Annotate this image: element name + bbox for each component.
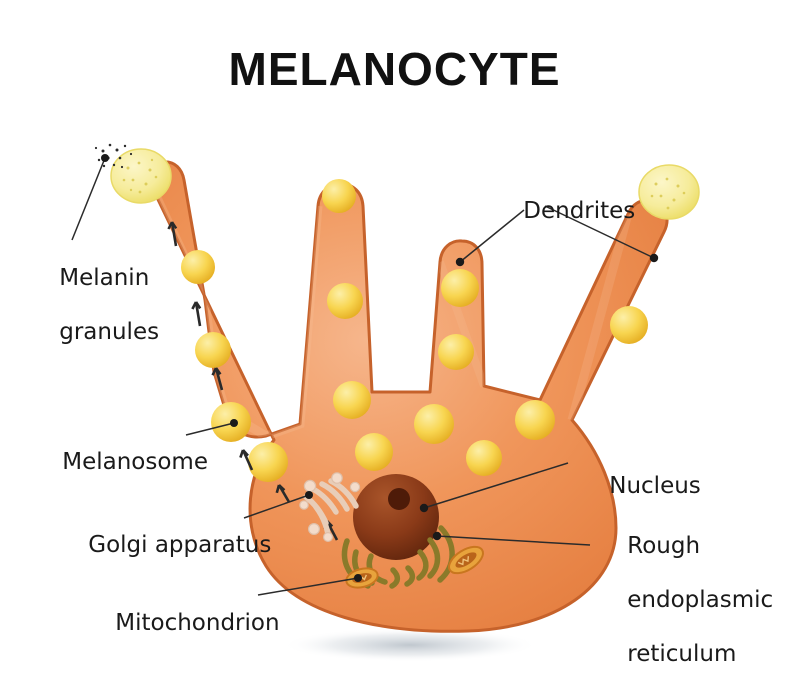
label-melanosome-line1: Melanosome <box>62 449 208 475</box>
leader-melanosome <box>185 422 235 436</box>
label-melanin-granules: Melanin granules <box>30 238 159 373</box>
leader-dendrites-right <box>544 205 655 259</box>
leader-nucleus <box>423 462 569 509</box>
melanosome <box>441 269 479 307</box>
leader-mitochondrion <box>257 577 359 596</box>
label-golgi-apparatus-line1: Golgi apparatus <box>88 532 272 558</box>
leader-rough-er <box>436 535 591 546</box>
melanosome <box>414 404 454 444</box>
label-rough-endoplasmic-reticulum: Rough endoplasmic reticulum <box>598 506 773 695</box>
melanosome-group <box>181 179 648 482</box>
label-melanosome: Melanosome <box>33 422 208 503</box>
melanosome <box>438 334 474 370</box>
melanosome <box>355 433 393 471</box>
label-dendrites-line1: Dendrites <box>523 198 636 224</box>
leader-dot-group <box>101 154 659 582</box>
mitochondrion <box>448 545 484 575</box>
label-mitochondrion: Mitochondrion <box>86 583 280 664</box>
melanosome <box>610 306 648 344</box>
melanosome <box>466 440 502 476</box>
cell-shadow <box>282 628 538 662</box>
leader-line-group <box>71 157 655 596</box>
leader-melanin-granules <box>71 157 106 241</box>
label-rough-er-line2: endoplasmic <box>627 587 774 613</box>
melanin-granule-blob-right <box>638 164 700 220</box>
melanin-granule-blob-left <box>110 148 172 204</box>
page-title: MELANOCYTE <box>228 43 561 95</box>
label-melanin-granules-line1: Melanin <box>59 265 150 291</box>
melanosome <box>327 283 363 319</box>
label-melanin-granules-line2: granules <box>59 319 160 345</box>
melanosome <box>333 381 371 419</box>
label-mitochondrion-line1: Mitochondrion <box>115 610 280 636</box>
melanosome <box>195 332 231 368</box>
label-dendrites: Dendrites <box>494 171 635 252</box>
label-golgi-apparatus: Golgi apparatus <box>59 505 271 586</box>
melanosome <box>515 400 555 440</box>
melanosome <box>181 250 215 284</box>
melanosome <box>248 442 288 482</box>
label-rough-er-line3: reticulum <box>627 641 737 667</box>
transport-arrow-group <box>167 221 339 541</box>
leader-golgi <box>243 494 310 519</box>
melanosome <box>322 179 356 213</box>
leader-dendrites-left <box>459 209 525 263</box>
label-nucleus: Nucleus <box>580 446 701 527</box>
label-nucleus-line1: Nucleus <box>609 473 701 499</box>
nucleolus <box>388 488 410 510</box>
label-rough-er-line1: Rough <box>627 533 701 559</box>
nucleus <box>353 474 439 560</box>
